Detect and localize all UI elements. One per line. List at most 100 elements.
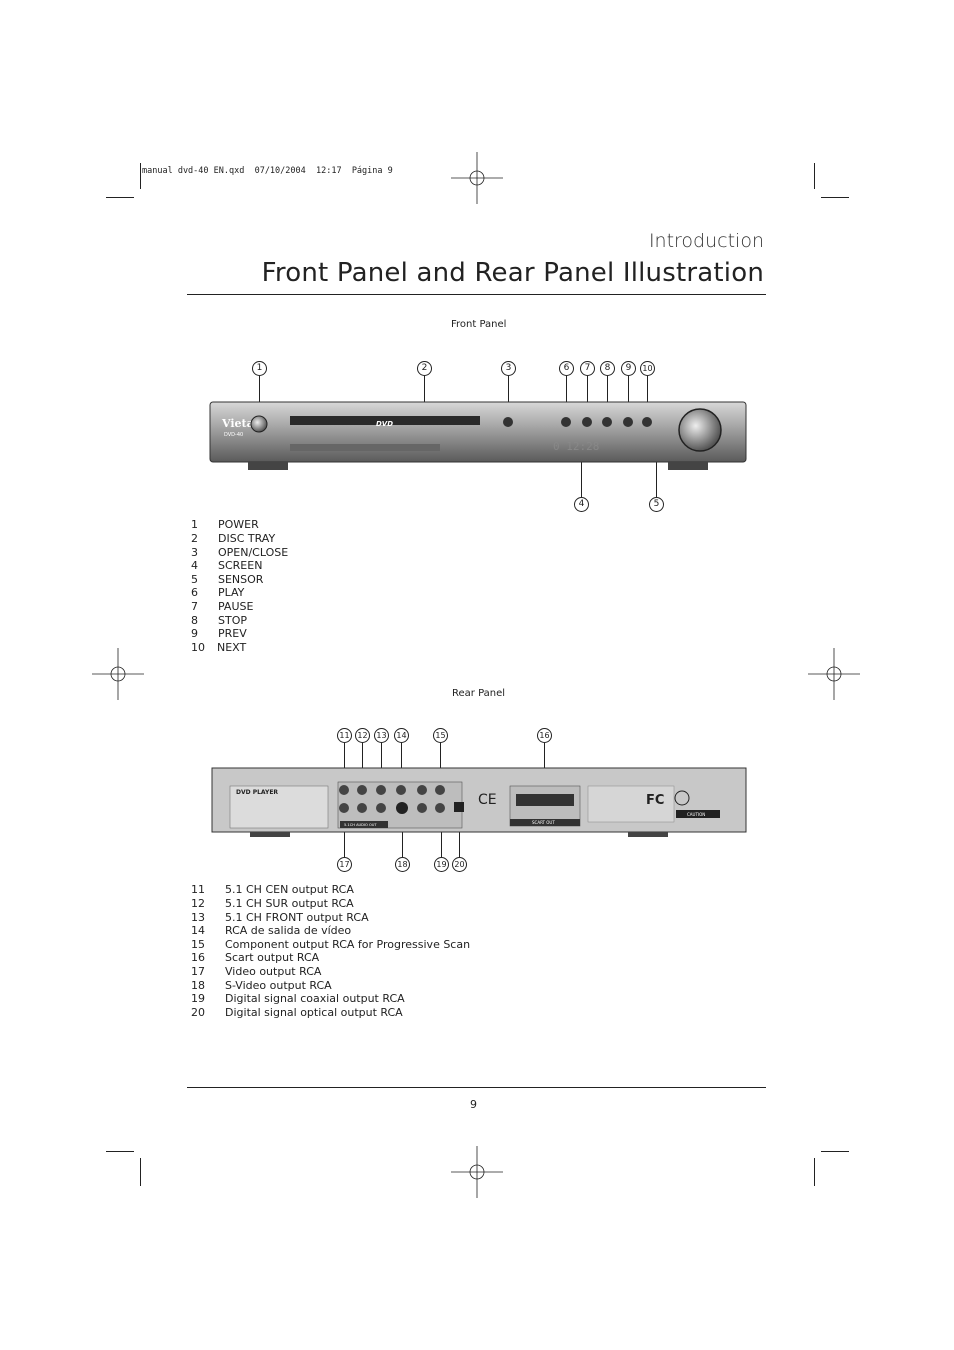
title-rule bbox=[187, 294, 766, 295]
item-number: 15 bbox=[191, 938, 205, 951]
leader-line bbox=[381, 743, 382, 787]
leader-line bbox=[587, 376, 588, 420]
callout-2: 2 bbox=[417, 361, 432, 376]
front-model-label: DVD-40 bbox=[224, 432, 243, 438]
item-label: Scart output RCA bbox=[225, 951, 320, 964]
callout-14: 14 bbox=[394, 728, 409, 743]
callout-16: 16 bbox=[537, 728, 552, 743]
item-number: 17 bbox=[191, 965, 205, 978]
item-label: 5.1 CH CEN output RCA bbox=[225, 883, 354, 896]
leader-line bbox=[344, 812, 345, 857]
rear-caution-label: CAUTION bbox=[687, 812, 705, 817]
item-number: 4 bbox=[191, 559, 198, 572]
item-label: 5.1 CH SUR output RCA bbox=[225, 897, 354, 910]
callout-3: 3 bbox=[501, 361, 516, 376]
item-number: 10 bbox=[191, 641, 205, 654]
crop-mark bbox=[821, 1151, 849, 1152]
list-item: 6 PLAY bbox=[191, 586, 244, 599]
list-item: 10 NEXT bbox=[191, 641, 246, 654]
callout-19: 19 bbox=[434, 857, 449, 872]
registration-mark-icon bbox=[92, 648, 144, 700]
registration-mark-icon bbox=[451, 152, 503, 204]
front-display-readout: 0 12:28 bbox=[553, 440, 599, 453]
item-number: 1 bbox=[191, 518, 198, 531]
item-label: NEXT bbox=[217, 641, 247, 654]
rear-panel-illustration: DVD PLAYER 5.1CH AUDIO OUT CE SCART OUT … bbox=[211, 767, 747, 837]
crop-mark bbox=[140, 1158, 141, 1186]
leader-line bbox=[607, 376, 608, 420]
page-number: 9 bbox=[470, 1098, 477, 1111]
crop-mark bbox=[814, 163, 815, 189]
rear-audio-out-label: 5.1CH AUDIO OUT bbox=[344, 823, 377, 827]
front-brand-logo: Vieta bbox=[221, 417, 254, 430]
callout-15: 15 bbox=[433, 728, 448, 743]
item-label: S-Video output RCA bbox=[225, 979, 332, 992]
item-label: Component output RCA for Progressive Sca… bbox=[225, 938, 471, 951]
list-item: 20 Digital signal optical output RCA bbox=[191, 1006, 403, 1019]
crop-mark bbox=[814, 1158, 815, 1186]
rear-scart-label: SCART OUT bbox=[532, 820, 555, 825]
list-item: 16 Scart output RCA bbox=[191, 951, 319, 964]
callout-5: 5 bbox=[649, 497, 664, 512]
leader-line bbox=[440, 743, 441, 787]
callout-20: 20 bbox=[452, 857, 467, 872]
leader-line bbox=[424, 376, 425, 422]
item-number: 16 bbox=[191, 951, 205, 964]
crop-mark bbox=[106, 1151, 134, 1152]
callout-1: 1 bbox=[252, 361, 267, 376]
leader-line bbox=[344, 743, 345, 787]
callout-10: 10 bbox=[640, 361, 655, 376]
leader-line bbox=[441, 812, 442, 857]
item-label: Digital signal coaxial output RCA bbox=[225, 992, 405, 1005]
item-number: 13 bbox=[191, 911, 205, 924]
callout-4: 4 bbox=[574, 497, 589, 512]
leader-line bbox=[647, 376, 648, 420]
crop-mark bbox=[140, 163, 141, 189]
item-label: Digital signal optical output RCA bbox=[225, 1006, 403, 1019]
item-number: 20 bbox=[191, 1006, 205, 1019]
leader-line bbox=[362, 743, 363, 787]
leader-line bbox=[259, 376, 260, 420]
leader-line bbox=[656, 452, 657, 497]
file-slug: manual dvd-40 EN.qxd 07/10/2004 12:17 Pá… bbox=[142, 166, 393, 176]
callout-17: 17 bbox=[337, 857, 352, 872]
item-number: 14 bbox=[191, 924, 205, 937]
item-label: PLAY bbox=[218, 586, 245, 599]
front-dvd-logo: DVD bbox=[376, 420, 393, 428]
item-number: 8 bbox=[191, 614, 198, 627]
front-panel-illustration: Vieta DVD-40 DVD 0 12:28 bbox=[209, 401, 747, 470]
leader-line bbox=[401, 743, 402, 789]
callout-11: 11 bbox=[337, 728, 352, 743]
list-item: 12 5.1 CH SUR output RCA bbox=[191, 897, 354, 910]
item-label: 5.1 CH FRONT output RCA bbox=[225, 911, 369, 924]
rear-panel-caption: Rear Panel bbox=[452, 688, 506, 699]
item-label: SENSOR bbox=[218, 573, 264, 586]
list-item: 5 SENSOR bbox=[191, 573, 263, 586]
item-number: 2 bbox=[191, 532, 198, 545]
registration-mark-icon bbox=[808, 648, 860, 700]
item-number: 12 bbox=[191, 897, 205, 910]
item-number: 5 bbox=[191, 573, 198, 586]
leader-line bbox=[459, 812, 460, 857]
section-heading: Introduction bbox=[648, 230, 764, 252]
callout-8: 8 bbox=[600, 361, 615, 376]
callout-18: 18 bbox=[395, 857, 410, 872]
crop-mark bbox=[106, 197, 134, 198]
callout-7: 7 bbox=[580, 361, 595, 376]
item-label: DISC TRAY bbox=[218, 532, 276, 545]
crop-mark bbox=[821, 197, 849, 198]
list-item: 2 DISC TRAY bbox=[191, 532, 275, 545]
item-number: 6 bbox=[191, 586, 198, 599]
page-title: Front Panel and Rear Panel Illustration bbox=[261, 258, 764, 288]
item-number: 7 bbox=[191, 600, 198, 613]
item-number: 9 bbox=[191, 627, 198, 640]
list-item: 15 Component output RCA for Progressive S… bbox=[191, 938, 470, 951]
